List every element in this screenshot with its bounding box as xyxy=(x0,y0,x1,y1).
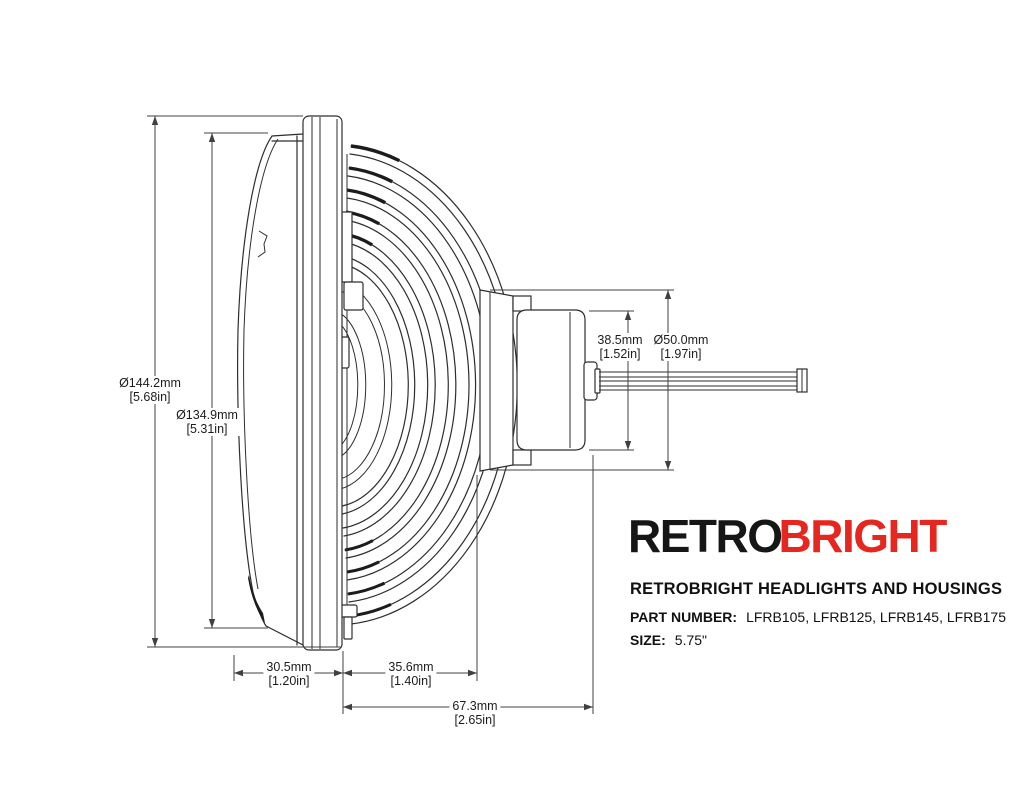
cooling-fins xyxy=(341,144,520,626)
wire-harness xyxy=(599,368,808,393)
mounting-flange xyxy=(302,115,343,651)
dimension-mid-depth: 35.6mm [1.40in] xyxy=(385,660,437,688)
lens-profile xyxy=(237,133,304,627)
logo-bright-text: BRIGHT xyxy=(778,510,948,562)
rear-cap xyxy=(516,309,586,451)
rear-housing xyxy=(479,289,601,472)
retrobright-logo: RETROBRIGHT xyxy=(628,510,948,562)
dimension-lens-diameter: Ø134.9mm [5.31in] xyxy=(173,408,241,436)
lens-and-flange xyxy=(237,115,343,651)
dimension-rear-diameter: Ø50.0mm [1.97in] xyxy=(650,333,712,361)
part-number-row: PART NUMBER: LFRB105, LFRB125, LFRB145, L… xyxy=(630,609,1006,625)
dimension-front-depth: 30.5mm [1.20in] xyxy=(263,660,315,688)
dimension-overall-diameter: Ø144.2mm [5.68in] xyxy=(116,376,184,404)
part-number-label: PART NUMBER: xyxy=(630,609,738,625)
size-label: SIZE: xyxy=(630,632,666,648)
part-number-values: LFRB105, LFRB125, LFRB145, LFRB175 xyxy=(746,609,1006,625)
dimension-rear-cap-height: 38.5mm [1.52in] xyxy=(594,333,646,361)
dimension-overall-depth: 67.3mm [2.65in] xyxy=(449,699,501,727)
size-value: 5.75" xyxy=(674,632,707,648)
size-row: SIZE: 5.75" xyxy=(630,632,707,648)
product-headline: RETROBRIGHT HEADLIGHTS AND HOUSINGS xyxy=(630,580,1003,598)
logo-retro-text: RETRO xyxy=(628,510,783,562)
